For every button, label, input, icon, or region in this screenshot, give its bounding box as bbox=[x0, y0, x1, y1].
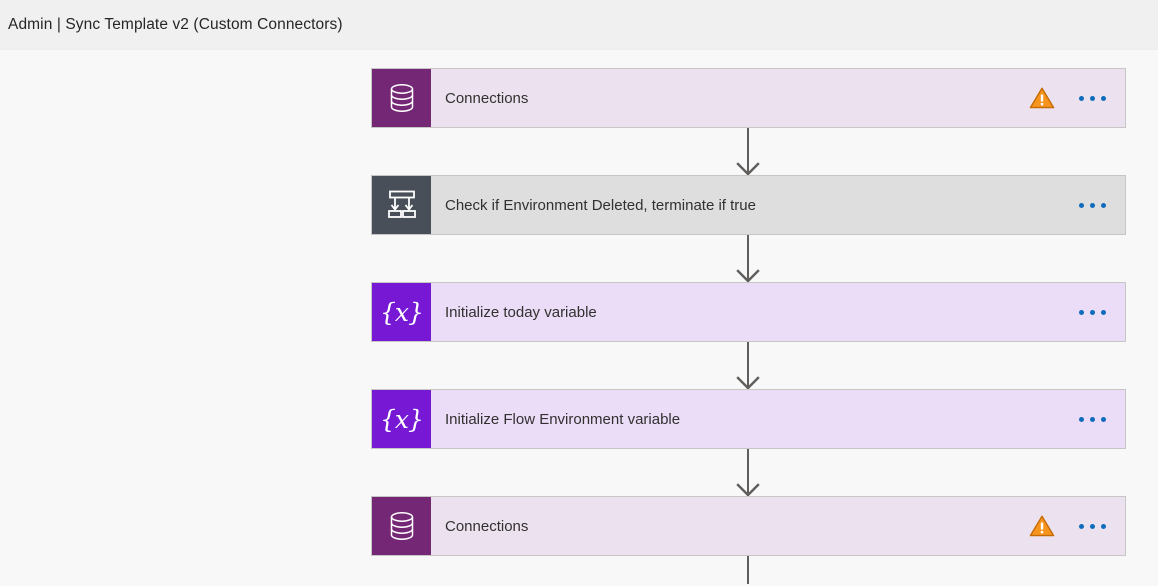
warning-triangle-icon[interactable] bbox=[1029, 86, 1055, 110]
variable-icon: {x} bbox=[380, 404, 424, 434]
flow-step-card[interactable]: Connections bbox=[371, 496, 1126, 556]
step-icon-tile: {x} bbox=[372, 390, 431, 448]
ellipsis-dot bbox=[1079, 416, 1084, 422]
database-icon bbox=[390, 84, 413, 112]
step-icon-tile bbox=[372, 69, 431, 127]
ellipsis-dot bbox=[1090, 202, 1095, 208]
step-icon-tile bbox=[372, 497, 431, 555]
ellipsis-dot bbox=[1101, 309, 1106, 315]
ellipsis-icon[interactable] bbox=[1077, 90, 1108, 107]
step-icon-tile: {x} bbox=[372, 283, 431, 341]
flow-step-card[interactable]: Connections bbox=[371, 68, 1126, 128]
page-title: Admin | Sync Template v2 (Custom Connect… bbox=[8, 15, 343, 33]
ellipsis-dot bbox=[1090, 523, 1095, 529]
flow-connector bbox=[371, 342, 1126, 390]
app-header: Admin | Sync Template v2 (Custom Connect… bbox=[0, 0, 1158, 50]
step-actions bbox=[1029, 69, 1125, 127]
ellipsis-icon[interactable] bbox=[1077, 411, 1108, 428]
warning-triangle-icon[interactable] bbox=[1029, 514, 1055, 538]
connector-line bbox=[747, 128, 749, 175]
step-actions bbox=[1029, 497, 1125, 555]
ellipsis-icon[interactable] bbox=[1077, 304, 1108, 321]
flow-connector bbox=[371, 449, 1126, 497]
database-icon bbox=[390, 512, 413, 540]
step-title: Connections bbox=[445, 89, 529, 107]
connector-arrowhead-icon bbox=[736, 162, 760, 176]
connector-line bbox=[747, 235, 749, 282]
step-title: Check if Environment Deleted, terminate … bbox=[445, 196, 756, 214]
ellipsis-dot bbox=[1079, 202, 1084, 208]
ellipsis-dot bbox=[1090, 309, 1095, 315]
ellipsis-dot bbox=[1101, 95, 1106, 101]
flow-connector bbox=[371, 235, 1126, 283]
flow-step-card[interactable]: {x} Initialize today variable bbox=[371, 282, 1126, 342]
ellipsis-dot bbox=[1101, 523, 1106, 529]
flow-connector bbox=[371, 556, 1126, 584]
step-title: Connections bbox=[445, 517, 529, 535]
connector-line bbox=[747, 556, 749, 584]
step-title: Initialize Flow Environment variable bbox=[445, 410, 681, 428]
flow-step-card[interactable]: {x} Initialize Flow Environment variable bbox=[371, 389, 1126, 449]
flow-connector bbox=[371, 128, 1126, 176]
connector-arrowhead-icon bbox=[736, 483, 760, 497]
ellipsis-dot bbox=[1079, 95, 1084, 101]
ellipsis-icon[interactable] bbox=[1077, 197, 1108, 214]
connector-line bbox=[747, 342, 749, 389]
step-actions bbox=[1077, 283, 1125, 341]
step-actions bbox=[1077, 390, 1125, 448]
connector-arrowhead-icon bbox=[736, 376, 760, 390]
variable-icon: {x} bbox=[380, 297, 424, 327]
condition-control-icon bbox=[387, 190, 416, 218]
flow-step-card[interactable]: Check if Environment Deleted, terminate … bbox=[371, 175, 1126, 235]
ellipsis-dot bbox=[1090, 416, 1095, 422]
ellipsis-dot bbox=[1079, 523, 1084, 529]
connector-line bbox=[747, 449, 749, 496]
ellipsis-icon[interactable] bbox=[1077, 518, 1108, 535]
step-icon-tile bbox=[372, 176, 431, 234]
ellipsis-dot bbox=[1090, 95, 1095, 101]
ellipsis-dot bbox=[1101, 202, 1106, 208]
ellipsis-dot bbox=[1101, 416, 1106, 422]
flow-step-list: Connections Check if Environment D bbox=[371, 68, 1126, 584]
ellipsis-dot bbox=[1079, 309, 1084, 315]
connector-arrowhead-icon bbox=[736, 269, 760, 283]
flow-canvas[interactable]: Connections Check if Environment D bbox=[0, 50, 1158, 586]
step-title: Initialize today variable bbox=[445, 303, 597, 321]
step-actions bbox=[1077, 176, 1125, 234]
